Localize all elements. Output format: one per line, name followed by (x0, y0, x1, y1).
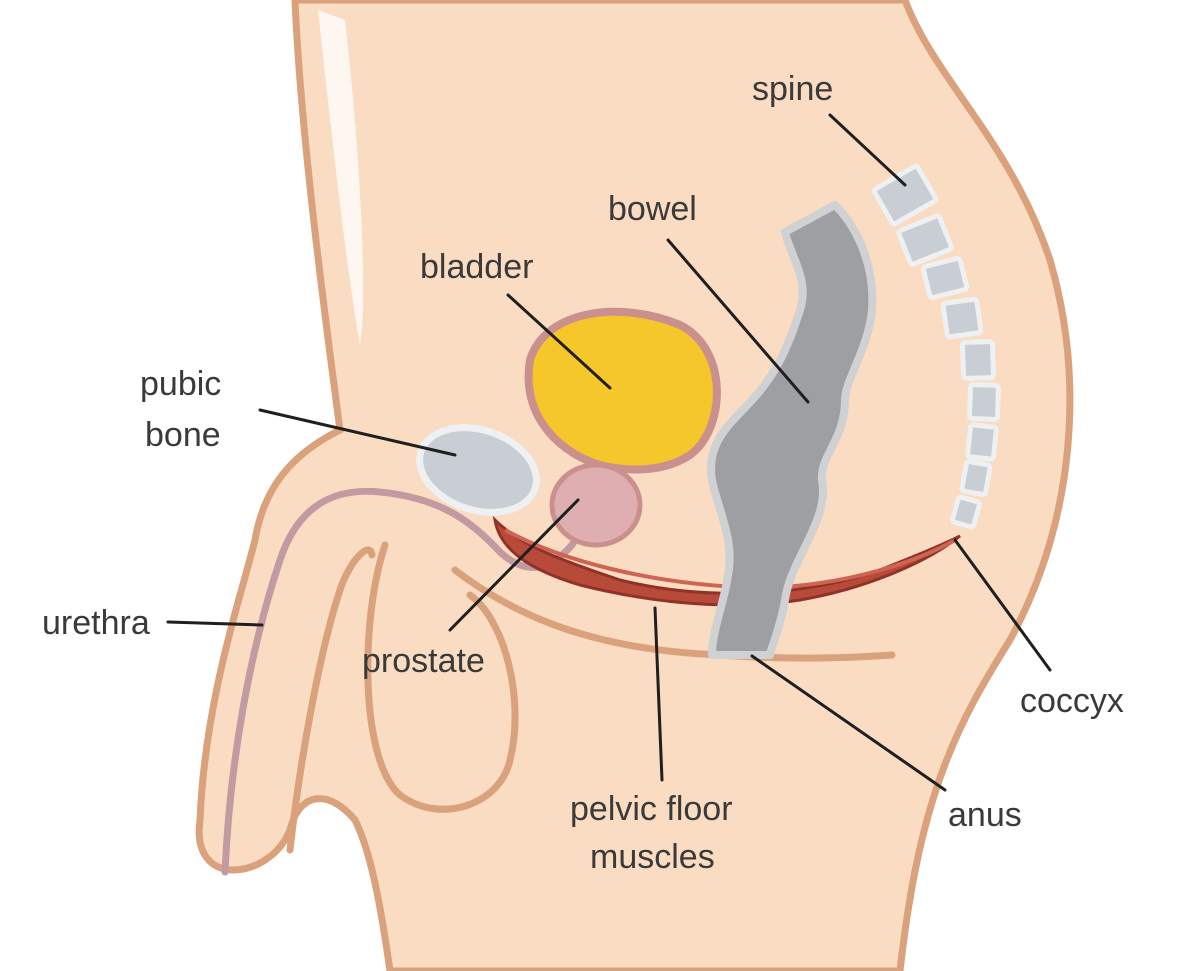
label-pelvic-floor-line2: muscles (590, 838, 715, 876)
vertebra (962, 341, 993, 378)
vertebra (962, 461, 991, 495)
label-pelvic-floor-line1: pelvic floor (570, 790, 733, 828)
vertebra (967, 425, 996, 460)
bladder-shape (529, 312, 717, 470)
vertebra (952, 496, 980, 527)
label-urethra: urethra (42, 604, 150, 642)
prostate-shape (552, 465, 640, 545)
label-bladder: bladder (420, 248, 533, 286)
label-pubic-bone-line2: bone (145, 416, 221, 454)
label-spine: spine (752, 70, 833, 108)
label-prostate: prostate (362, 642, 485, 680)
label-anus: anus (948, 796, 1022, 834)
vertebra (969, 385, 998, 420)
label-coccyx: coccyx (1020, 682, 1124, 720)
vertebra (923, 258, 968, 298)
vertebra (943, 299, 981, 337)
label-pubic-bone-line1: pubic (140, 365, 221, 403)
label-bowel: bowel (608, 190, 697, 228)
